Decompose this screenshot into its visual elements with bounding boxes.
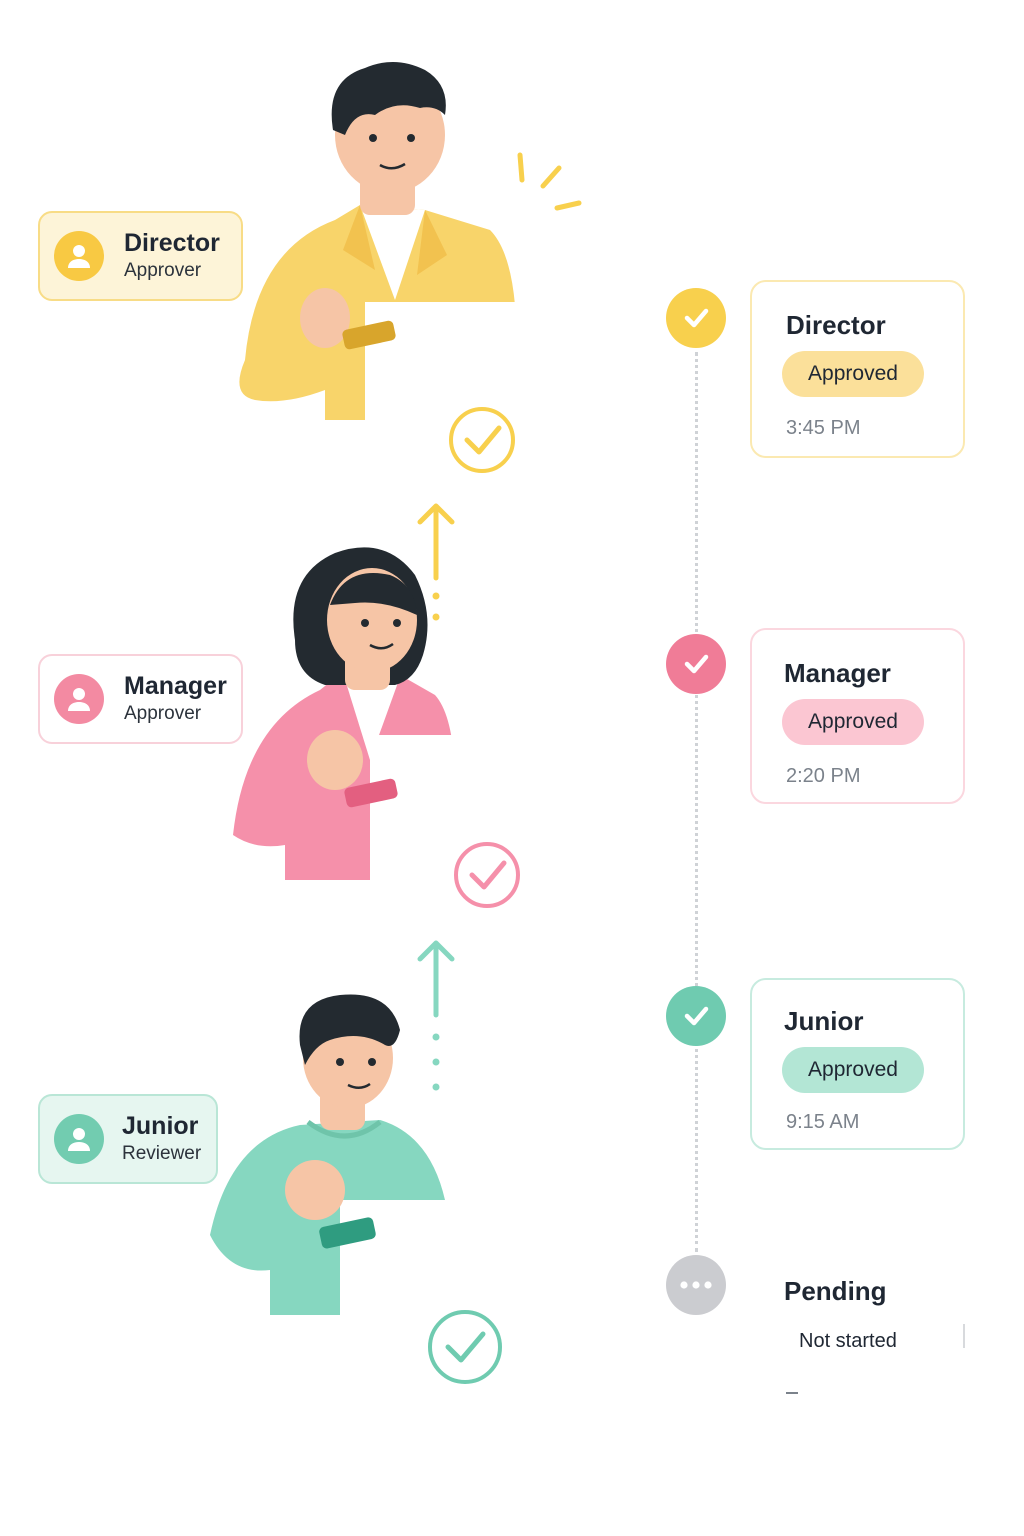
role-badge-manager: Manager Approver (38, 654, 243, 744)
user-avatar-icon (54, 231, 104, 281)
timeline-card-junior: Junior Approved 9:15 AM (750, 978, 965, 1150)
check-icon (684, 654, 709, 674)
role-subtitle: Approver (124, 703, 202, 724)
timeline-dot-manager (666, 634, 726, 694)
check-icon (684, 1006, 709, 1026)
timeline-dot-junior (666, 986, 726, 1046)
timeline-card-title: Manager (784, 658, 891, 688)
status-badge: Approved (782, 1047, 924, 1093)
timeline-card-title: Director (786, 310, 886, 340)
card-edge-line (963, 1324, 965, 1348)
timestamp: 3:45 PM (786, 417, 861, 439)
timeline-dot-pending (666, 1255, 726, 1315)
role-title: Junior (122, 1112, 199, 1140)
user-avatar-icon (54, 674, 104, 724)
timeline-dot-director (666, 288, 726, 348)
user-avatar-icon (54, 1114, 104, 1164)
dash-mark (786, 1392, 798, 1394)
role-subtitle: Approver (124, 260, 202, 281)
arrow-up-icon (417, 503, 455, 621)
director-figure-illustration (239, 61, 582, 480)
status-badge: Approved (782, 351, 924, 397)
timestamp: 9:15 AM (786, 1111, 860, 1133)
timestamp: 2:20 PM (786, 765, 861, 787)
arrow-up-icon (417, 940, 455, 1091)
role-badge-director: Director Approver (38, 211, 243, 301)
junior-figure-illustration (210, 994, 530, 1395)
ellipsis-icon (680, 1281, 712, 1289)
status-text: Not started (799, 1330, 897, 1352)
timeline-card-director: Director Approved 3:45 PM (750, 280, 965, 458)
role-title: Manager (124, 672, 227, 700)
timeline-connector (695, 352, 698, 1252)
timeline-card-title: Pending (784, 1276, 887, 1306)
timeline-card-title: Junior (784, 1006, 864, 1036)
status-badge: Approved (782, 699, 924, 745)
role-title: Director (124, 229, 220, 257)
role-subtitle: Reviewer (122, 1143, 202, 1164)
manager-figure-illustration (233, 547, 540, 908)
timeline-card-pending: Pending Not started (750, 1258, 965, 1398)
timeline-card-manager: Manager Approved 2:20 PM (750, 628, 965, 804)
sparkle-lines (517, 152, 582, 211)
check-icon (684, 308, 709, 328)
role-badge-junior: Junior Reviewer (38, 1094, 218, 1184)
